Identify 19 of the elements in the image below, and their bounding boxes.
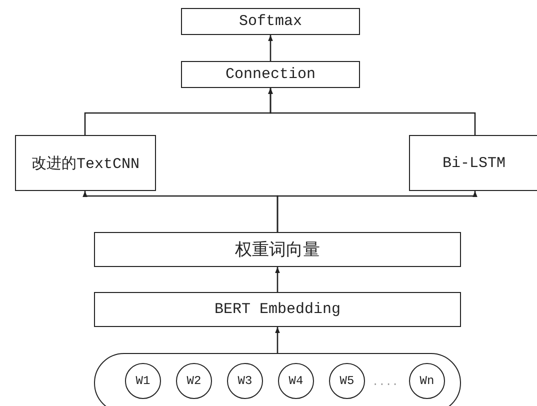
token-circle: W1	[125, 363, 161, 399]
token-circle: Wn	[409, 363, 445, 399]
token-circle: W5	[329, 363, 365, 399]
layer-box: Connection	[181, 61, 360, 88]
token-circle: W2	[176, 363, 212, 399]
ellipsis-label: ....	[372, 376, 398, 390]
layer-box: Softmax	[181, 8, 360, 35]
input-capsule	[94, 353, 461, 406]
layer-box: 权重词向量	[94, 232, 461, 267]
arrow	[275, 327, 280, 353]
arrow	[268, 88, 476, 135]
model-box: Bi-LSTM	[409, 135, 537, 191]
arrow	[268, 35, 273, 61]
arrow	[276, 191, 478, 232]
model-box: 改进的TextCNN	[15, 135, 156, 191]
arrow	[275, 267, 280, 292]
layer-box: BERT Embedding	[94, 292, 461, 327]
token-circle: W3	[227, 363, 263, 399]
token-circle: W4	[278, 363, 314, 399]
